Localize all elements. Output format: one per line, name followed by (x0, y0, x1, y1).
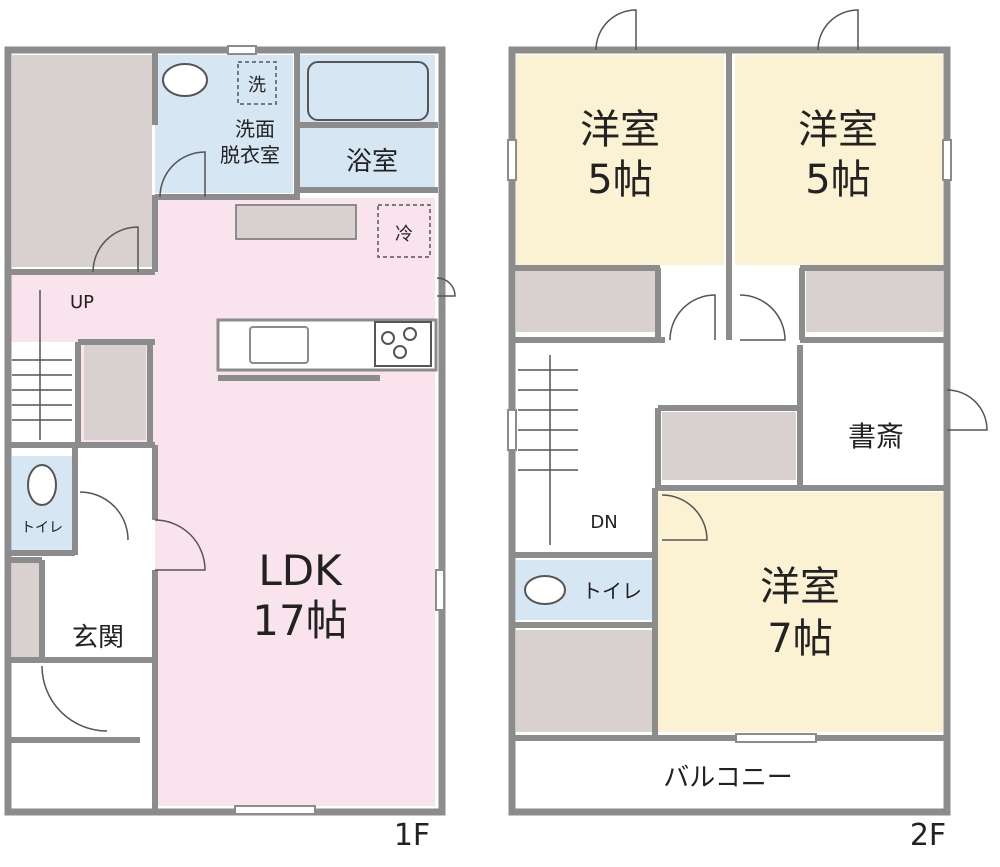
bathtub-icon (307, 61, 429, 121)
stairs-dn-label: DN (590, 512, 617, 533)
closet-area (12, 55, 152, 267)
bedroom-right-name: 洋室 (798, 107, 878, 153)
washbasin-icon (162, 63, 208, 97)
stove-icon (374, 321, 432, 367)
toilet-2f-icon (524, 575, 566, 605)
closet-right-2f (806, 270, 943, 332)
washer-icon (237, 61, 277, 105)
study-name: 書斎 (848, 420, 904, 453)
washer-label: 洗 (248, 75, 266, 96)
bedroom-large-area (656, 492, 943, 732)
floor-2-labels: 洋室 5帖 洋室 5帖 書斎 洋室 7帖 トイレ バルコニー DN 2F (580, 107, 946, 853)
ldk-name: LDK (258, 546, 343, 595)
bedroom-left-size: 5帖 (587, 157, 652, 203)
floor-1-label: 1F (394, 818, 430, 853)
toilet-1f-name: トイレ (21, 520, 63, 536)
floor-1-labels: LDK 17帖 洗面 脱衣室 浴室 トイレ 玄関 洗 冷 UP 1F (21, 75, 430, 853)
toilet-2f-name: トイレ (582, 579, 642, 603)
floor-2-inner-walls (512, 50, 947, 741)
doors-1f (41, 151, 456, 732)
bedroom-right-area (735, 55, 943, 265)
bedroom-left-name: 洋室 (580, 107, 660, 153)
floor-2-plan (507, 9, 988, 816)
washroom-name-2: 脱衣室 (220, 143, 280, 167)
floor-1-inner-walls (8, 50, 438, 812)
bedroom-large-size: 7帖 (767, 616, 832, 662)
balcony-name: バルコニー (663, 763, 792, 793)
stairs-up-label: UP (70, 292, 94, 313)
kitchen-back-counter (235, 204, 357, 240)
windows-2f (507, 139, 952, 743)
closet-center-2f (662, 412, 796, 480)
floor-2-label: 2F (910, 818, 946, 853)
entrance-name: 玄関 (72, 623, 124, 653)
doors-2f (595, 9, 988, 541)
floor-1-outer-wall (4, 46, 446, 816)
understairs-closet (84, 345, 146, 440)
bedroom-large-name: 洋室 (760, 564, 840, 610)
windows-1f (227, 45, 445, 815)
washroom-name-1: 洗面 (235, 117, 275, 141)
stairs-1f (12, 290, 72, 440)
fridge-icon (377, 204, 431, 258)
fridge-label: 冷 (395, 224, 413, 245)
closet-bottom-2f (516, 630, 656, 732)
bath-name: 浴室 (346, 147, 398, 177)
ldk-size: 17帖 (252, 596, 347, 645)
kitchen-sink (249, 326, 309, 364)
entrance-storage (12, 562, 42, 662)
closet-left-2f (516, 270, 656, 332)
bedroom-left-area (516, 55, 724, 265)
toilet-1f-icon (27, 464, 57, 506)
bedroom-right-size: 5帖 (805, 157, 870, 203)
floor-1-plan (4, 45, 456, 816)
stairs-2f (518, 355, 578, 545)
